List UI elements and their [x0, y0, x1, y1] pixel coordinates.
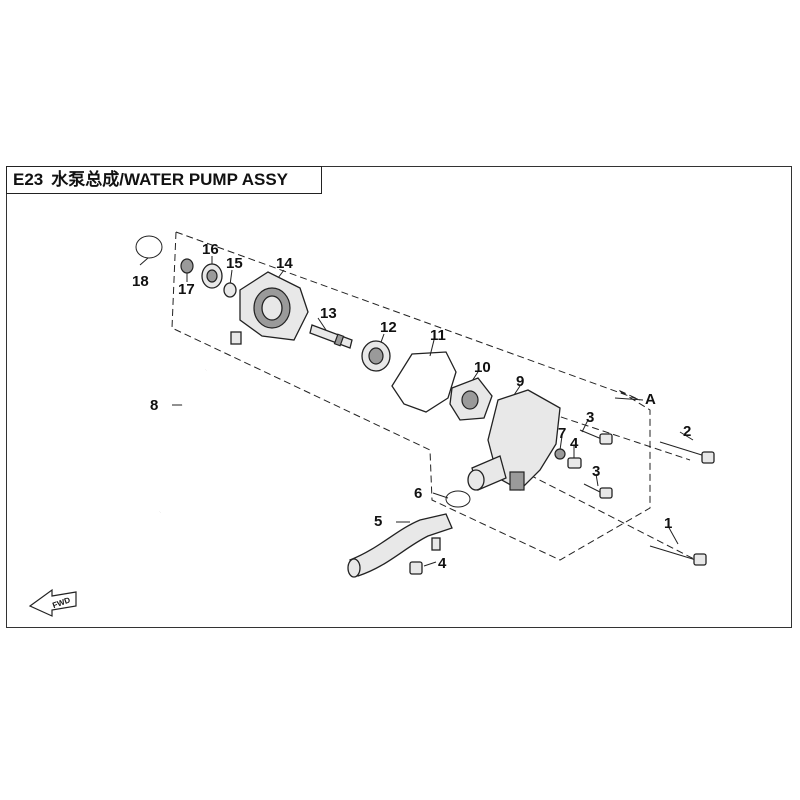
section-name: 水泵总成/WATER PUMP ASSY	[51, 170, 289, 189]
bolt-long-lower	[649, 545, 707, 566]
oil-seal-small	[180, 258, 194, 274]
callout-4-upper: 4	[570, 435, 579, 452]
pump-housing-cover	[230, 271, 309, 345]
leader-lines	[139, 256, 697, 567]
impeller	[449, 377, 493, 421]
assembly-boundary	[171, 231, 651, 561]
pump-body	[467, 389, 561, 491]
inlet-pipe	[347, 513, 453, 578]
gasket	[391, 351, 457, 413]
mechanical-seal	[361, 340, 391, 372]
callout-15: 18	[132, 273, 149, 290]
callout-14: 17	[178, 281, 195, 298]
o-ring-large	[135, 235, 163, 259]
callout-3-lower: 3	[592, 463, 600, 480]
pump-shaft	[309, 324, 353, 349]
bolt-short-lower	[583, 483, 613, 499]
callout-3-upper: 3	[586, 409, 594, 426]
callout-4-lower: 4	[438, 555, 447, 572]
bearing	[201, 263, 223, 289]
sealing-washer	[554, 448, 566, 460]
callout-12: 15	[226, 255, 243, 272]
callout-1: 1	[664, 515, 672, 532]
bolt-short-upper	[579, 429, 613, 445]
pipe-bolt	[409, 561, 423, 575]
bolt-long-upper	[659, 441, 715, 464]
callout-5: 7	[558, 425, 566, 442]
diagram-frame	[6, 166, 792, 628]
callout-8: 11	[430, 327, 446, 344]
callout-9: 12	[380, 319, 397, 336]
o-ring-small	[445, 490, 471, 508]
fwd-arrow-icon: FWD	[28, 588, 77, 617]
section-code: E23	[13, 170, 44, 189]
callout-13: 16	[202, 241, 219, 258]
callout-16: 5	[374, 513, 382, 530]
callout-labels: 18 17 16 15 14 13 12 11 10 9 8 3 7 4 3 2…	[132, 241, 691, 572]
callout-7: 10	[474, 359, 491, 376]
callout-17: 6	[414, 485, 422, 502]
section-marker-a: A	[645, 391, 656, 408]
callout-11: 14	[276, 255, 293, 272]
callout-2: 2	[683, 423, 691, 440]
page-title: E23 水泵总成/WATER PUMP ASSY	[6, 166, 322, 194]
washer	[223, 282, 237, 298]
callout-18: 8	[150, 397, 158, 414]
drain-bolt	[567, 457, 582, 469]
callout-6: 9	[516, 373, 524, 390]
callout-10: 13	[320, 305, 337, 322]
